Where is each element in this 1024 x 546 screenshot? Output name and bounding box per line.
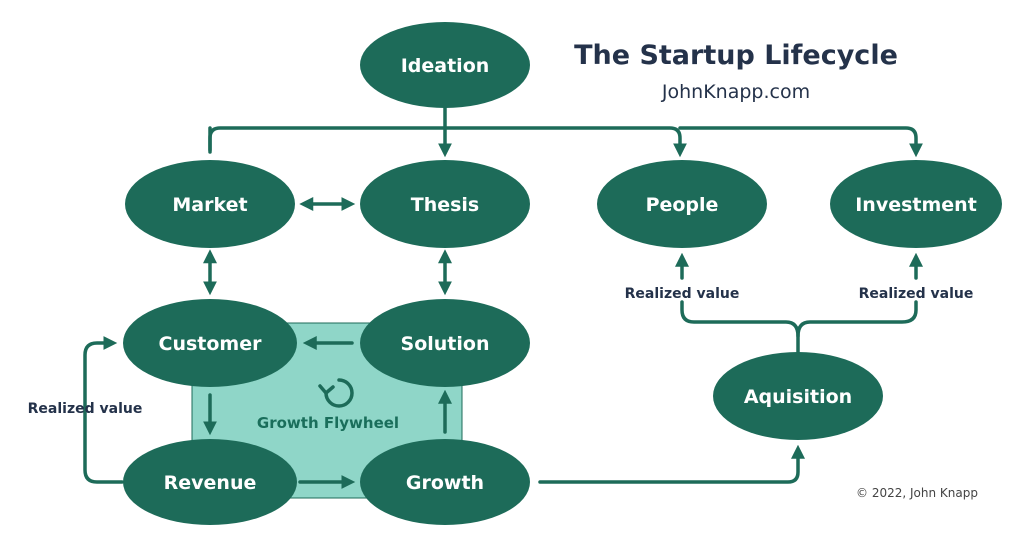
svg-text:Market: Market [172,194,247,216]
svg-text:People: People [646,194,719,216]
svg-text:Investment: Investment [855,194,977,216]
svg-text:Revenue: Revenue [164,472,257,494]
node-customer: Customer [123,299,297,387]
rotate-arrow-icon [318,378,354,408]
node-growth: Growth [360,439,530,525]
ideation-branches [208,106,923,158]
page-title: The Startup Lifecycle [574,40,898,71]
node-investment: Investment [830,160,1002,248]
growth-acquisition-arrow [538,444,805,484]
node-solution: Solution [360,299,530,387]
node-acquisition: Aquisition [713,352,883,440]
node-revenue: Revenue [123,439,297,525]
svg-text:Thesis: Thesis [411,194,480,216]
acquisition-brace [680,300,918,354]
copyright-note: © 2022, John Knapp [856,486,978,500]
svg-text:Customer: Customer [159,333,263,355]
revenue-customer-loop [83,336,124,484]
realized-value-label-people: Realized value [625,286,740,302]
svg-text:Growth: Growth [406,472,484,494]
node-thesis: Thesis [360,160,530,248]
svg-text:Solution: Solution [401,333,490,355]
node-market: Market [125,160,295,248]
svg-text:Ideation: Ideation [401,55,490,77]
svg-text:Aquisition: Aquisition [744,386,852,408]
realized-value-label-investment: Realized value [859,286,974,302]
node-ideation: Ideation [360,22,530,108]
node-people: People [597,160,767,248]
realized-value-label-left: Realized value [28,401,143,417]
page-subtitle: JohnKnapp.com [661,81,810,103]
growth-flywheel-label: Growth Flywheel [257,414,399,432]
